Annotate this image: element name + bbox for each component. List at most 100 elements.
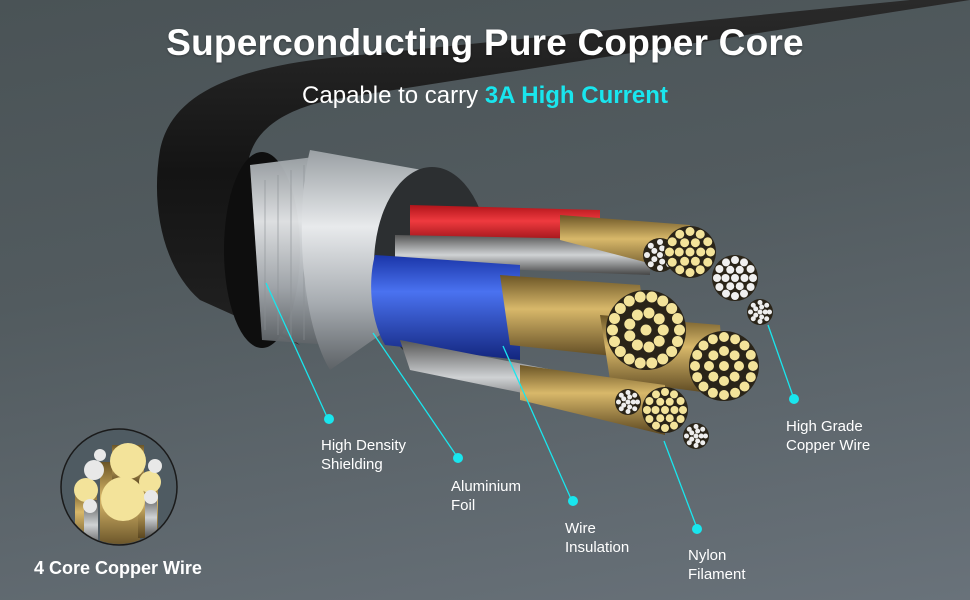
- strand-filament: [661, 424, 669, 432]
- strand-filament: [757, 309, 763, 315]
- strand-filament: [764, 316, 770, 322]
- strand-filament: [646, 291, 658, 303]
- strand-filament: [695, 438, 701, 444]
- strand-filament: [625, 409, 631, 414]
- strand-filament: [719, 346, 729, 356]
- strand-filament: [722, 289, 730, 298]
- strand-filament: [632, 392, 638, 398]
- strand-filament: [721, 274, 730, 282]
- callout-dots: [324, 394, 799, 534]
- strand-filament: [739, 381, 750, 392]
- strand-filament: [748, 361, 758, 371]
- callout-text: High Grade: [786, 418, 863, 435]
- strand-filament: [645, 397, 654, 405]
- strand-filament: [713, 274, 721, 282]
- strand-filament: [671, 313, 683, 325]
- strand-filament: [757, 300, 763, 305]
- callout-dot-insulation: [568, 496, 578, 506]
- strand-filament: [652, 421, 660, 430]
- strand-filament: [667, 237, 677, 247]
- callout-dot-foil: [453, 453, 463, 463]
- callout-text: Aluminium: [451, 478, 522, 495]
- strand-filament: [715, 265, 724, 273]
- strand-filament: [651, 256, 658, 263]
- strand-filament: [746, 283, 755, 291]
- strand-filament: [670, 390, 678, 399]
- strand-filament: [665, 247, 674, 257]
- callout-line-copper: [767, 324, 795, 400]
- strand-filament: [746, 265, 755, 273]
- strand-filament: [659, 258, 666, 265]
- strand-filament: [700, 426, 706, 432]
- copper-strand-lower: [520, 365, 665, 435]
- strand-filament: [707, 334, 718, 345]
- strand-filament: [657, 353, 669, 365]
- strand-filament: [634, 357, 646, 369]
- strand-filament: [689, 436, 695, 442]
- subtitle-prefix: Capable to carry: [302, 82, 485, 109]
- strand-filament: [614, 302, 626, 314]
- strand-filament: [753, 312, 759, 318]
- strand-ends: [606, 226, 773, 449]
- callout-line-foil: [372, 332, 459, 459]
- strand-filament: [707, 387, 718, 398]
- strand-filament: [609, 335, 621, 347]
- strand-filament: [616, 399, 621, 405]
- strand-filament: [740, 258, 748, 267]
- strand-filament: [698, 340, 709, 351]
- page-subtitle: Capable to carry 3A High Current: [0, 82, 970, 110]
- strand-filament: [706, 247, 715, 257]
- subtitle-highlight: 3A High Current: [484, 82, 668, 109]
- strand-filament: [623, 353, 635, 365]
- strand-filament: [730, 387, 741, 398]
- strand-filament: [627, 394, 633, 400]
- strand-filament: [651, 406, 660, 414]
- strand-filament: [634, 291, 646, 303]
- strand-filament: [675, 265, 685, 275]
- blue-core: [371, 255, 520, 360]
- strand-filament: [689, 430, 695, 436]
- strand-filament: [632, 406, 638, 412]
- strand-filament: [759, 304, 765, 310]
- callout-text: Nylon: [688, 547, 727, 564]
- strand-filament: [695, 265, 705, 275]
- strand-filament: [719, 390, 729, 400]
- strand-filament: [666, 346, 678, 358]
- strand-filament: [690, 361, 700, 371]
- strand-filament: [624, 330, 636, 342]
- strand-filament: [708, 350, 719, 361]
- strand-filament: [661, 406, 669, 414]
- strand-filament: [667, 257, 677, 267]
- strand-filament: [731, 256, 739, 264]
- strand-filament: [748, 309, 753, 315]
- callout-text: Wire: [565, 520, 596, 537]
- strand-filament: [686, 426, 692, 432]
- strand-filament: [695, 229, 705, 239]
- strand-filament: [698, 433, 704, 439]
- strand-filament: [730, 334, 741, 345]
- strand-filament: [719, 332, 729, 342]
- strand-filament: [647, 261, 654, 268]
- strand-filament: [627, 404, 633, 410]
- strand-filament: [680, 238, 690, 248]
- strand-filament: [731, 292, 739, 300]
- callout-label-nylon: Nylon Filament: [688, 546, 746, 584]
- strand-filament: [698, 381, 709, 392]
- cable-jacket: [157, 0, 970, 345]
- strand-filament: [625, 390, 631, 395]
- strand-filament: [745, 349, 756, 360]
- callout-label-insulation: Wire Insulation: [565, 519, 629, 557]
- strand-filament: [745, 372, 756, 383]
- strand-filament: [657, 252, 663, 258]
- strand-filament: [607, 324, 618, 336]
- callout-text: Shielding: [321, 456, 383, 473]
- strand-filament: [625, 399, 631, 405]
- strand-filament: [700, 440, 706, 446]
- strand-filament: [670, 421, 678, 430]
- strand-filament: [739, 340, 750, 351]
- strand-filament: [749, 274, 757, 282]
- strand-filament: [671, 335, 683, 347]
- callout-label-copper: High Grade Copper Wire: [786, 417, 870, 455]
- strand-filament: [692, 372, 703, 383]
- strand-filament: [643, 307, 655, 319]
